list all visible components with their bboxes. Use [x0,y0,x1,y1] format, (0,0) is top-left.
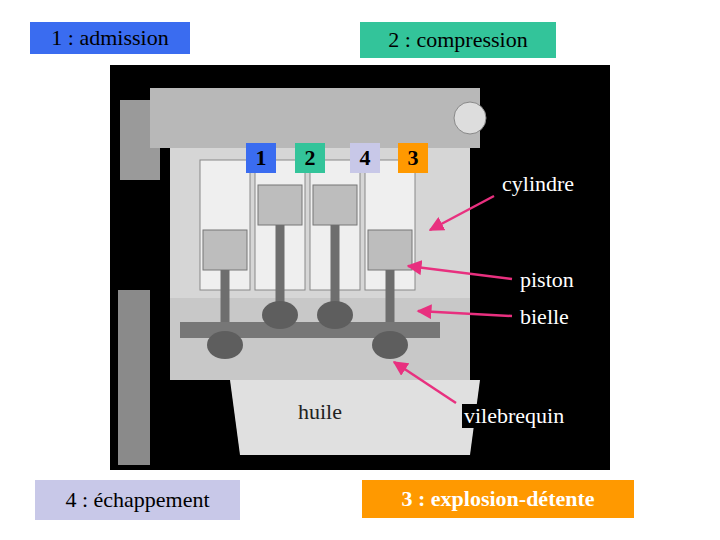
piston [258,185,302,225]
piston [203,230,247,270]
callout-number: 2 [305,145,316,171]
photo-background [110,65,610,470]
phase-box: 1 : admission [30,22,190,54]
callout-number: 4 [360,145,371,171]
counterweight [372,331,408,359]
cylinder-number: 1 [246,143,276,173]
thermostat [454,102,486,134]
piston [368,230,412,270]
phase-box: 4 : échappement [35,480,240,520]
counterweight [317,301,353,329]
counterweight [207,331,243,359]
leader-line [418,311,512,316]
cylinder-head [150,88,480,148]
phase-label: 1 : admission [51,25,168,51]
phase-box: 2 : compression [360,22,556,58]
cylinder-number: 4 [350,143,380,173]
part-label: bielle [518,305,571,329]
flywheel [118,290,150,465]
part-label: vilebrequin [462,404,566,428]
cylinder-number: 3 [398,143,428,173]
cylinder-number: 2 [295,143,325,173]
oil-sump [230,380,480,455]
callout-number: 3 [408,145,419,171]
leader-lines [394,196,512,403]
leader-line [408,266,512,279]
phase-label: 2 : compression [388,27,527,53]
part-label: cylindre [500,172,576,196]
leader-line [394,362,456,403]
phase-label: 4 : échappement [65,487,209,513]
part-label: piston [518,268,576,292]
counterweight [262,301,298,329]
phase-box: 3 : explosion-détente [362,480,634,518]
callout-number: 1 [256,145,267,171]
engine [118,88,486,465]
part-label: huile [296,400,344,424]
leader-line [430,196,494,230]
piston [313,185,357,225]
phase-label: 3 : explosion-détente [401,486,594,512]
